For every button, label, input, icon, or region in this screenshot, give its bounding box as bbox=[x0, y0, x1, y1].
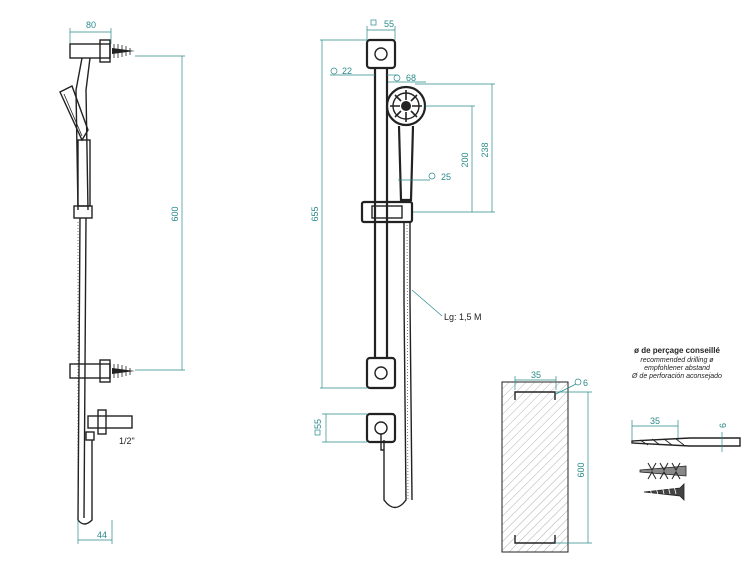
front-rod-dia-dim: 22 bbox=[342, 66, 352, 76]
bottom-mount-plate bbox=[365, 356, 397, 390]
side-hose bbox=[77, 217, 93, 525]
drilling-note-title: ø de perçage conseillé bbox=[634, 346, 720, 355]
drill-bit-dia-dim: 6 bbox=[718, 423, 728, 428]
side-height-dim: 600 bbox=[170, 206, 180, 221]
bottom-wall-bracket bbox=[69, 363, 111, 379]
template-dia-dim: 6 bbox=[583, 378, 588, 388]
front-200-dim: 200 bbox=[460, 152, 470, 167]
front-hose-label: Lg: 1,5 M bbox=[444, 312, 482, 322]
top-wall-bracket bbox=[69, 43, 111, 59]
front-238-dim: 238 bbox=[480, 142, 490, 157]
side-pipe-label: 1/2" bbox=[119, 436, 135, 446]
drilling-note: ø de perçage conseillé recommended drill… bbox=[631, 346, 722, 380]
side-width-dim: 80 bbox=[86, 20, 96, 30]
drill-bit-shape bbox=[631, 437, 741, 447]
template-wall-section bbox=[501, 381, 569, 553]
side-bottom-dim: 44 bbox=[97, 530, 107, 540]
bottom-wall-screw bbox=[112, 368, 135, 374]
drilling-note-es: Ø de perforación aconsejado bbox=[631, 373, 722, 380]
wall-plug bbox=[639, 462, 687, 480]
front-square-top-dim: 55 bbox=[384, 19, 394, 29]
side-wall-outlet bbox=[87, 415, 133, 429]
front-view: 55 22 68 25 200 238 Lg: 1,5 M bbox=[310, 19, 495, 509]
side-slider bbox=[73, 205, 93, 219]
front-655-dim: 655 bbox=[310, 206, 320, 221]
template-width-dim: 35 bbox=[531, 370, 541, 380]
front-hand-shower-handle bbox=[397, 125, 415, 202]
top-wall-screw bbox=[112, 48, 135, 54]
front-square-bottom-dim: 55 bbox=[313, 419, 323, 429]
drilling-note-en: recommended drilling ø bbox=[640, 357, 714, 364]
slide-rail bbox=[375, 68, 387, 358]
side-view: 80 1/2" 600 44 bbox=[59, 20, 185, 544]
top-mount-plate bbox=[365, 38, 397, 70]
wood-screw bbox=[643, 483, 685, 501]
front-hose bbox=[383, 222, 413, 509]
front-slider bbox=[360, 200, 414, 224]
template-height-dim: 600 bbox=[576, 462, 586, 477]
side-hand-shower-head bbox=[59, 85, 89, 142]
drilling-note-de: empfohlener abstand bbox=[644, 365, 711, 372]
drill-bit-length-dim: 35 bbox=[650, 416, 660, 426]
drilling-template: 35 6 600 bbox=[501, 370, 592, 553]
drill-bit: 35 6 bbox=[631, 416, 741, 452]
front-handle-dia-dim: 25 bbox=[441, 172, 451, 182]
front-head-dia-dim: 68 bbox=[406, 73, 416, 83]
